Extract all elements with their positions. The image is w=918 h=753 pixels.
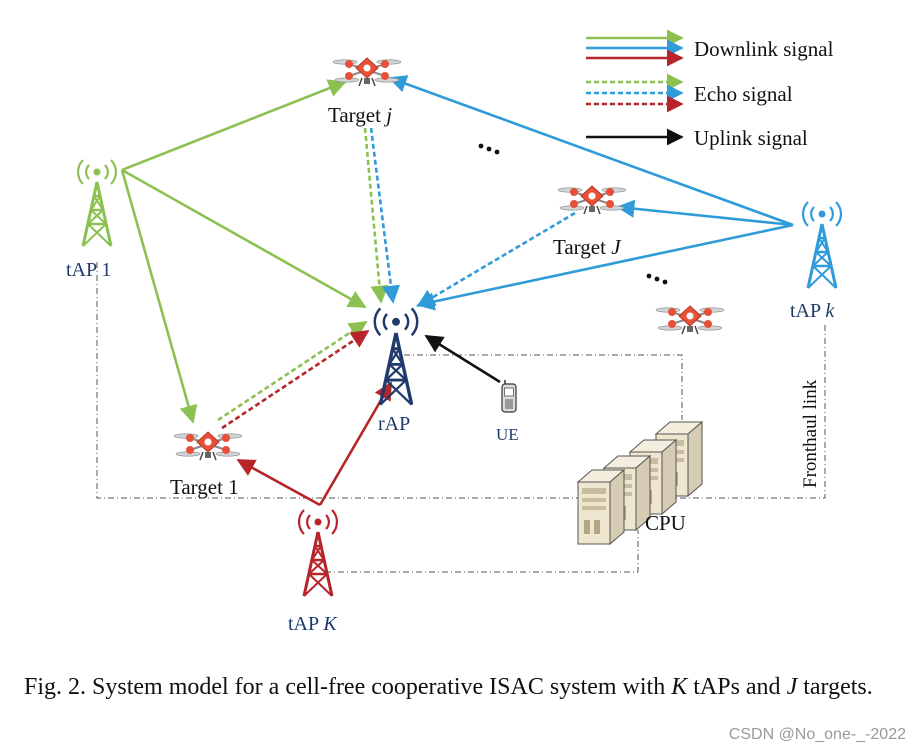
uplink-signal	[424, 334, 501, 384]
target-j-drone-icon	[332, 57, 402, 87]
tap-1-label: tAP 1	[66, 259, 111, 281]
target-J-label: Target J	[553, 235, 622, 259]
tap-K-label: tAP K	[288, 613, 338, 635]
legend-uplink-label: Uplink signal	[694, 126, 808, 150]
target-J-drone-icon	[557, 185, 627, 215]
cpu-label: CPU	[645, 511, 686, 535]
downlink-signals-tapk	[388, 75, 794, 311]
rap-label: rAP	[378, 413, 410, 435]
ellipsis-dots-lower	[646, 273, 668, 285]
legend: Downlink signal Echo signal Uplink signa…	[586, 29, 834, 150]
downlink-signals-tap1	[120, 79, 367, 424]
watermark: CSDN @No_one-_-2022	[728, 726, 906, 743]
echo-signals	[217, 127, 576, 430]
fronthaul-link-label: Fronthaul link	[800, 379, 821, 488]
target-1-label: Target 1	[170, 475, 239, 499]
rap-tower-icon	[373, 306, 419, 407]
ellipsis-dots-upper	[478, 143, 500, 155]
downlink-signals-tapK	[236, 381, 393, 507]
fronthaul-links	[96, 262, 826, 573]
tap-1-tower-icon	[76, 158, 118, 248]
tap-k-label: tAP k	[790, 300, 835, 322]
figure-caption: Fig. 2. System model for a cell-free coo…	[24, 674, 873, 700]
legend-echo-arrows	[586, 73, 684, 113]
system-model-diagram: Downlink signal Echo signal Uplink signa…	[66, 29, 843, 635]
legend-echo-label: Echo signal	[694, 82, 793, 106]
target-j-label: Target j	[328, 103, 392, 127]
legend-downlink-label: Downlink signal	[694, 37, 834, 61]
tap-K-tower-icon	[297, 508, 339, 598]
legend-downlink-arrows	[586, 29, 684, 67]
target-extra-drone-icon	[655, 305, 725, 335]
tap-k-tower-icon	[801, 200, 843, 290]
ue-phone-icon	[501, 380, 517, 413]
ue-label: UE	[496, 425, 519, 444]
target-1-drone-icon	[173, 431, 243, 461]
